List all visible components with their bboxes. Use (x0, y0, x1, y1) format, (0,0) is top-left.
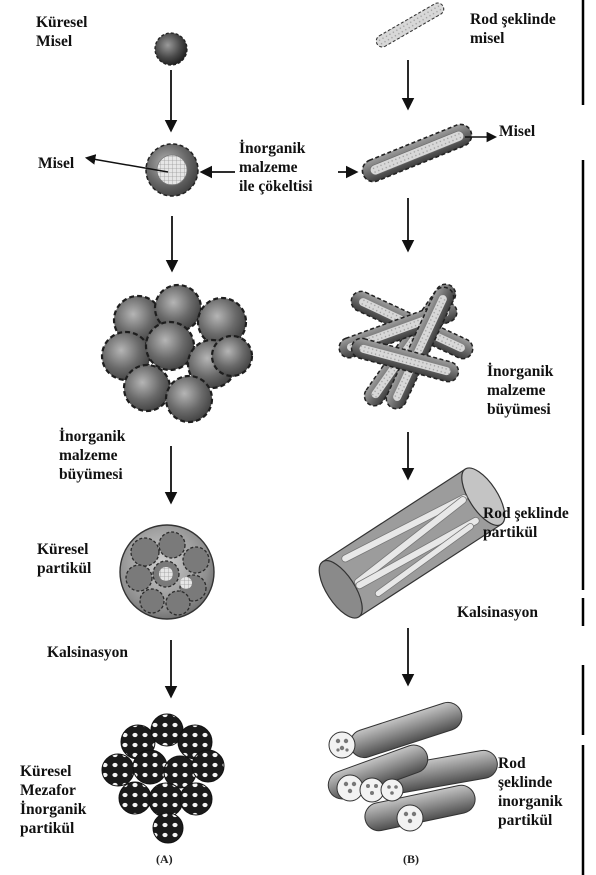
label-precipitate: İnorganik malzeme ile çökeltisi (239, 139, 313, 196)
label-final-a: Küresel Mezafor İnorganik partikül (20, 762, 86, 838)
spherical-micelle (155, 33, 187, 65)
label-spherical-micelle: Küresel Misel (36, 13, 87, 51)
rod-bundle (336, 280, 476, 412)
spherical-particle (120, 525, 214, 619)
mesoporous-spheres (102, 714, 224, 843)
mesoporous-rods (324, 699, 499, 834)
label-spherical-particle: Küresel partikül (37, 540, 91, 578)
label-misel-b: Misel (499, 122, 535, 141)
rod-particle (311, 461, 513, 624)
rod-micelle-small (374, 1, 446, 49)
caption-a: (A) (156, 852, 173, 867)
caption-b: (B) (403, 852, 419, 867)
rod-micelle-with-precipitate (359, 121, 475, 185)
label-rod-micelle: Rod şeklinde misel (470, 10, 556, 48)
micelle-cluster (102, 285, 252, 422)
label-misel-a: Misel (38, 154, 74, 173)
label-calcination-b: Kalsinasyon (457, 603, 538, 622)
label-final-b: Rod şeklinde inorganik partikül (498, 754, 563, 830)
label-growth-a: İnorganik malzeme büyümesi (59, 427, 125, 484)
label-calcination-a: Kalsinasyon (47, 643, 128, 662)
label-rod-particle: Rod şeklinde partikül (483, 504, 569, 542)
label-growth-b: İnorganik malzeme büyümesi (487, 362, 553, 419)
mask-bar (548, 716, 578, 736)
